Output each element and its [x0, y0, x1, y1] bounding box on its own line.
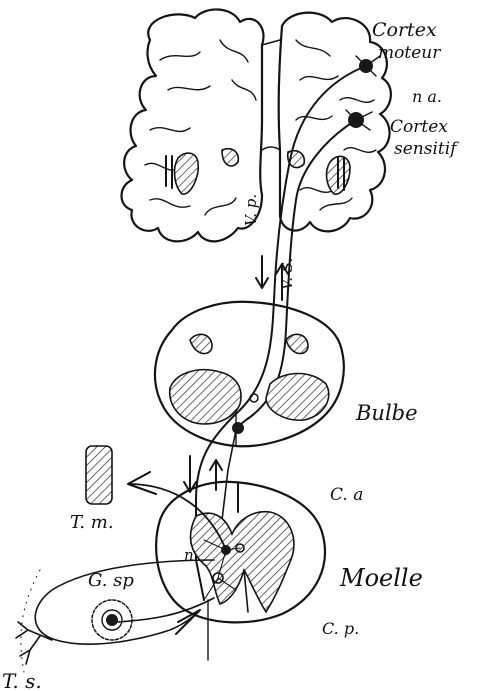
label-tissu-musculaire: T. m. — [70, 512, 114, 533]
label-corne-posterieure: C. p. — [322, 619, 359, 638]
label-noyau-moelle: n — [184, 546, 194, 564]
bulbe-hatched-right — [266, 374, 329, 421]
ganglion-cell — [106, 614, 118, 626]
periphery — [16, 446, 226, 672]
interhemispheric-fissure — [262, 40, 280, 150]
left-gyri — [145, 40, 256, 215]
label-cortex-sensitif-1: Cortex — [390, 117, 448, 137]
label-cortex-moteur-1: Cortex — [372, 19, 437, 41]
label-voie-pyramidale: V. p. — [242, 194, 260, 226]
muscle-block — [86, 446, 112, 504]
label-bulbe: Bulbe — [355, 401, 418, 425]
label-terminaison-sensitive: T. s. — [2, 669, 42, 691]
motor-arrow — [128, 472, 156, 494]
skin-dots — [21, 570, 40, 672]
label-cortex-sensitif-2: sensitif — [394, 139, 459, 159]
left-nucleus — [222, 149, 238, 166]
label-corne-anterieure: C. a — [330, 485, 363, 505]
bulbe-section — [155, 302, 344, 447]
bulbe-right-nucleus — [286, 334, 308, 353]
moelle-section — [156, 482, 325, 623]
label-voie-sensitive: V. S. — [278, 258, 296, 290]
label-n-a-top: n a. — [412, 87, 442, 106]
bulbe-neuron — [232, 422, 244, 434]
left-insula — [166, 156, 172, 188]
ascending-arrow — [210, 460, 222, 490]
bulbe-left-nucleus — [190, 334, 212, 353]
left-ventricle — [175, 153, 199, 194]
descending-arrow — [184, 456, 196, 492]
vp-arrow — [256, 256, 268, 288]
label-moelle: Moelle — [339, 564, 423, 592]
label-cortex-moteur-2: moteur — [378, 43, 441, 63]
bulbe-hatched-body — [170, 370, 241, 424]
sensory-arrow — [176, 610, 200, 634]
label-ganglion-spinal: G. sp — [88, 570, 134, 591]
